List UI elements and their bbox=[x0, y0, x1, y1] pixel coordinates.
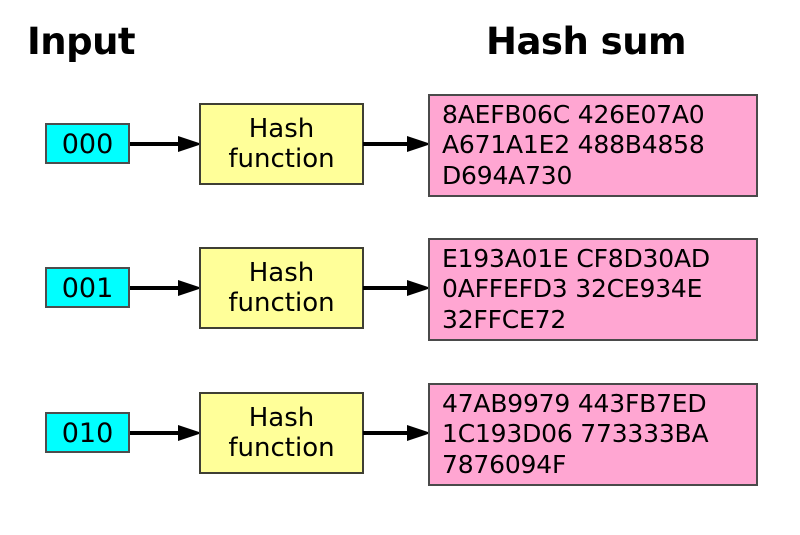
arrow-function-to-hash bbox=[363, 136, 431, 152]
hash-sum-line: D694A730 bbox=[442, 160, 573, 190]
input-box-label: 001 bbox=[61, 273, 114, 304]
page-title-input: Input bbox=[27, 20, 136, 63]
hash-sum-line: 8AEFB06C 426E07A0 bbox=[442, 99, 705, 129]
hash-function-label-line1: Hash bbox=[248, 113, 315, 144]
hash-function-box: Hash function bbox=[199, 392, 364, 474]
hash-function-label-line1: Hash bbox=[248, 402, 315, 433]
arrow-function-to-hash bbox=[363, 280, 431, 296]
hash-sum-line: 47AB9979 443FB7ED bbox=[442, 388, 707, 418]
hash-sum-line: E193A01E CF8D30AD bbox=[442, 243, 710, 273]
hash-function-label-line2: function bbox=[228, 433, 335, 463]
arrow-input-to-function bbox=[130, 425, 202, 441]
hash-function-label-line2: function bbox=[228, 144, 335, 174]
input-box: 010 bbox=[45, 412, 130, 453]
hash-function-box: Hash function bbox=[199, 103, 364, 185]
arrow-function-to-hash bbox=[363, 425, 431, 441]
hash-function-label-line1: Hash bbox=[248, 257, 315, 288]
hash-sum-box: E193A01E CF8D30AD 0AFFEFD3 32CE934E 32FF… bbox=[428, 238, 758, 341]
input-box-label: 010 bbox=[61, 418, 114, 449]
diagram-row: 010 Hash function 47AB9979 443FB7ED 1C19… bbox=[0, 377, 800, 487]
input-box-label: 000 bbox=[61, 129, 114, 160]
input-box: 001 bbox=[45, 267, 130, 308]
hash-sum-line: 1C193D06 773333BA bbox=[442, 419, 709, 449]
hash-sum-line: 32FFCE72 bbox=[442, 304, 567, 334]
arrow-input-to-function bbox=[130, 280, 202, 296]
arrow-input-to-function bbox=[130, 136, 202, 152]
input-box: 000 bbox=[45, 123, 130, 164]
hash-function-box: Hash function bbox=[199, 247, 364, 329]
hash-sum-box: 8AEFB06C 426E07A0 A671A1E2 488B4858 D694… bbox=[428, 94, 758, 197]
hash-sum-line: 0AFFEFD3 32CE934E bbox=[442, 274, 703, 304]
hash-function-label-line2: function bbox=[228, 288, 335, 318]
hash-sum-box: 47AB9979 443FB7ED 1C193D06 773333BA 7876… bbox=[428, 383, 758, 486]
hash-sum-line: 7876094F bbox=[442, 449, 567, 479]
diagram-row: 000 Hash function 8AEFB06C 426E07A0 A671… bbox=[0, 88, 800, 198]
diagram-row: 001 Hash function E193A01E CF8D30AD 0AFF… bbox=[0, 232, 800, 342]
page-title-hash-sum: Hash sum bbox=[486, 20, 687, 63]
hash-sum-line: A671A1E2 488B4858 bbox=[442, 130, 705, 160]
